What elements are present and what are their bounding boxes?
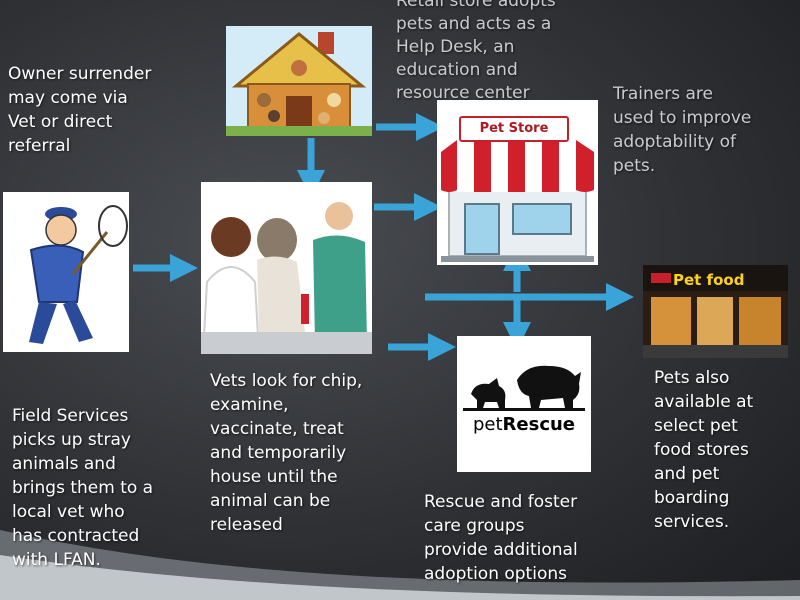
trainers-description: Trainers are used to improve adoptabilit… [613, 82, 798, 178]
text-line: Vet or direct [8, 112, 113, 132]
text-line: Vets look for chip, [210, 371, 363, 391]
text-line: with LFAN. [12, 550, 101, 570]
dog-catcher-icon [3, 192, 129, 352]
pet-rescue-icon [457, 336, 591, 472]
text-line: used to improve [613, 108, 752, 128]
pet-food-store-photo: Pet food [643, 265, 788, 358]
pet-rescue-logo: petRescue [457, 336, 591, 472]
text-line: care groups [424, 516, 525, 536]
pet-store-image: Pet Store [437, 100, 598, 265]
text-line: referral [8, 136, 71, 156]
house-icon [226, 26, 372, 136]
vets-description: Vets look for chip, examine, vaccinate, … [210, 369, 410, 537]
pet-rescue-word-rescue: Rescue [502, 414, 576, 435]
text-line: Help Desk, an [396, 37, 515, 57]
shelter-house-illustration [226, 26, 372, 136]
text-line: education and [396, 60, 518, 80]
text-line: animal can be [210, 491, 331, 511]
text-line: food stores [654, 440, 749, 460]
text-line: Retail store adopts [396, 0, 556, 11]
pet-food-sign: Pet food [673, 271, 745, 289]
text-line: select pet [654, 416, 738, 436]
pet-rescue-wordmark: petRescue [467, 411, 581, 439]
text-line: and temporarily [210, 443, 347, 463]
pet-food-store-icon [643, 265, 788, 358]
text-line: Owner surrender [8, 64, 152, 84]
pet-rescue-word-pet: pet [472, 414, 503, 435]
text-line: released [210, 515, 283, 535]
text-line: picks up stray [12, 430, 131, 450]
text-line: pets and acts as a [396, 14, 552, 34]
text-line: Pets also [654, 368, 730, 388]
text-line: house until the [210, 467, 338, 487]
text-line: brings them to a [12, 478, 154, 498]
dog-catcher-illustration [3, 192, 129, 352]
text-line: may come via [8, 88, 128, 108]
text-line: resource center [396, 83, 530, 103]
text-line: provide additional [424, 540, 578, 560]
retail-store-description: Retail store adopts pets and acts as a H… [396, 0, 596, 105]
text-line: has contracted [12, 526, 140, 546]
pets-also-available-description: Pets also available at select pet food s… [654, 366, 794, 534]
text-line: adoption options [424, 564, 567, 584]
rescue-groups-description: Rescue and foster care groups provide ad… [424, 490, 624, 586]
text-line: and pet [654, 464, 720, 484]
vet-examining-dog-photo [201, 182, 372, 354]
owner-surrender-description: Owner surrender may come via Vet or dire… [8, 62, 218, 158]
text-line: services. [654, 512, 730, 532]
text-line: adoptability of [613, 132, 736, 152]
store-icon [437, 100, 598, 265]
text-line: pets. [613, 156, 656, 176]
text-line: Field Services [12, 406, 129, 426]
text-line: vaccinate, treat [210, 419, 344, 439]
text-line: Rescue and foster [424, 492, 578, 512]
pet-store-sign: Pet Store [459, 116, 569, 142]
text-line: boarding [654, 488, 730, 508]
vet-photo-icon [201, 182, 372, 354]
text-line: available at [654, 392, 754, 412]
field-services-description: Field Services picks up stray animals an… [12, 404, 202, 572]
text-line: local vet who [12, 502, 125, 522]
text-line: animals and [12, 454, 116, 474]
text-line: examine, [210, 395, 289, 415]
bottom-swoosh-decoration [0, 530, 800, 600]
text-line: Trainers are [613, 84, 713, 104]
